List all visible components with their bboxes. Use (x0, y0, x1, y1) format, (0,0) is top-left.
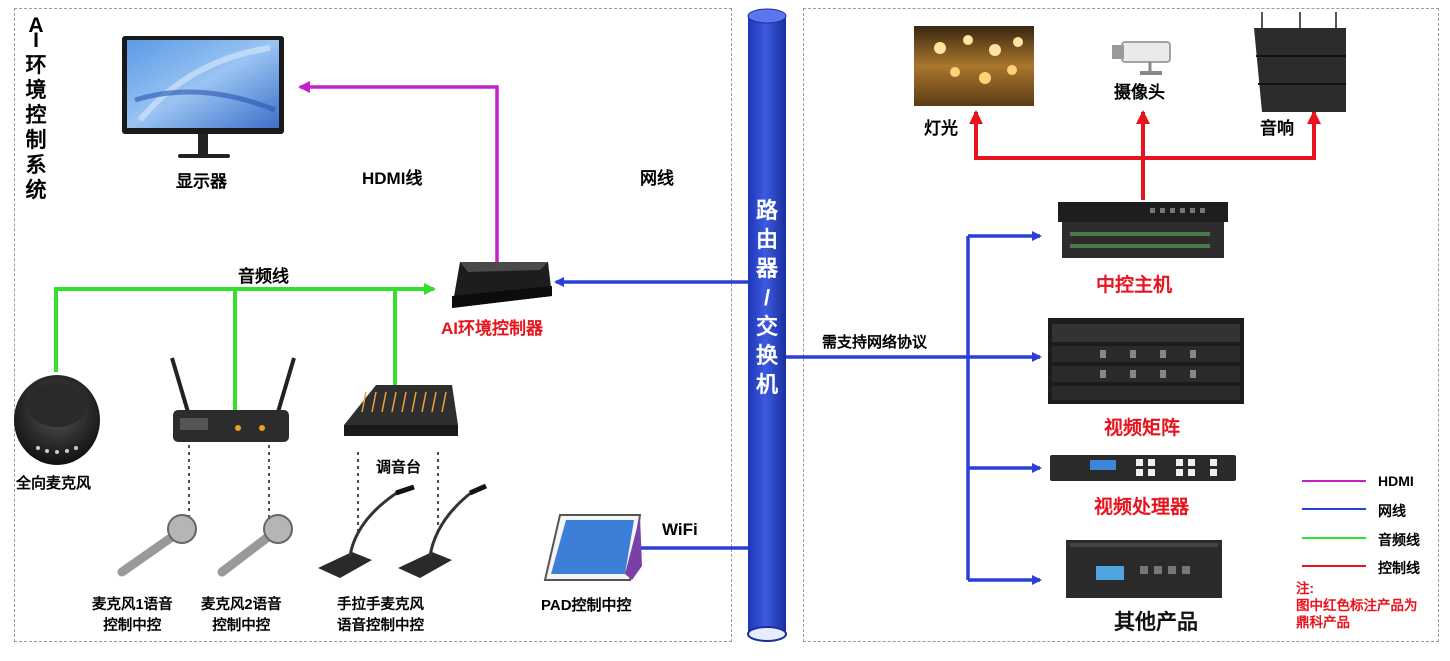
video-processor-label: 视频处理器 (1094, 492, 1189, 519)
gooseneck-label: 手拉手麦克风语音控制中控 (337, 595, 424, 637)
hdmi-line-label: HDMI线 (362, 164, 422, 189)
audio-line-label: 音频线 (238, 262, 289, 287)
note: 注: 图中红色标注产品为 鼎科产品 (1296, 580, 1418, 631)
mic2-label: 麦克风2语音控制中控 (201, 595, 282, 637)
video-matrix-label: 视频矩阵 (1104, 413, 1180, 440)
protocol-label: 需支持网络协议 (822, 331, 927, 352)
camera-label: 摄像头 (1114, 78, 1165, 103)
network-line-label: 网线 (640, 164, 674, 189)
monitor-image (122, 36, 284, 158)
tablet-image (545, 515, 642, 580)
speaker-label: 音响 (1260, 114, 1294, 139)
central-control-label: 中控主机 (1096, 270, 1172, 297)
legend-hdmi-label: HDMI (1378, 473, 1414, 489)
other-product-image (1066, 540, 1222, 598)
light-label: 灯光 (924, 114, 958, 139)
controller-image (452, 262, 552, 308)
camera-image (1112, 42, 1170, 75)
legend-audio-label: 音频线 (1378, 530, 1420, 550)
mic1-label: 麦克风1语音控制中控 (92, 595, 173, 637)
pad-label: PAD控制中控 (541, 594, 632, 615)
omni-mic-label: 全向麦克风 (16, 472, 91, 493)
light-image (914, 26, 1034, 106)
legend-network-label: 网线 (1378, 501, 1406, 521)
handheld-mic-2-image (222, 515, 292, 572)
other-product-label: 其他产品 (1114, 606, 1198, 636)
display-label: 显示器 (176, 167, 227, 192)
video-matrix-image (1048, 318, 1244, 404)
legend-control-label: 控制线 (1378, 558, 1420, 578)
omni-mic-image (14, 375, 100, 465)
gooseneck-mics-image (318, 486, 486, 578)
video-processor-image (1050, 455, 1236, 481)
controller-label: AI环境控制器 (441, 314, 543, 339)
speaker-image (1254, 12, 1346, 112)
legend-lines (1302, 481, 1366, 566)
handheld-mic-1-image (122, 515, 196, 572)
wifi-label: WiFi (662, 520, 698, 540)
mixer-image (344, 385, 458, 436)
mixer-label: 调音台 (376, 456, 421, 477)
central-control-image (1058, 202, 1228, 258)
network-tree (786, 236, 1040, 580)
router-label: 路由 器/ 交换 机 (754, 196, 780, 399)
